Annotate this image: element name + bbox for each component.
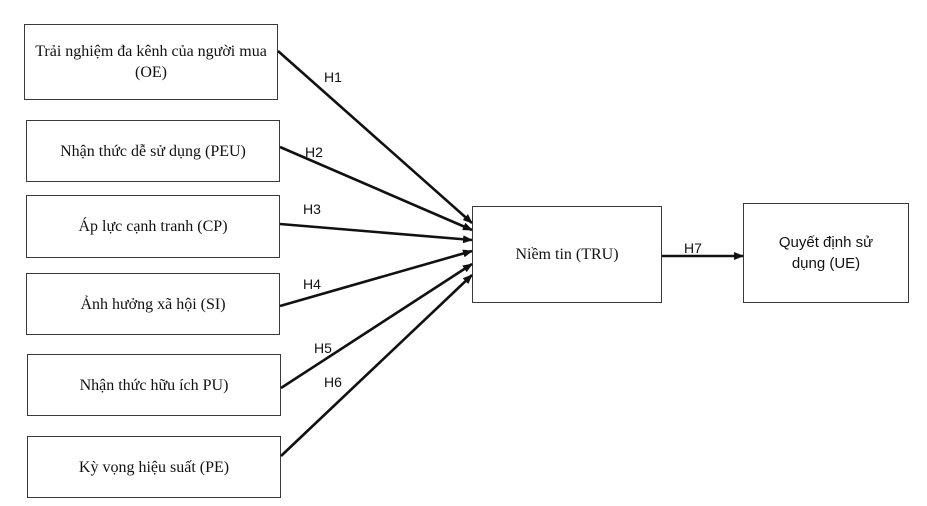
factor-box-peu: Nhận thức dễ sử dụng (PEU): [26, 120, 280, 182]
arrow-h5: [280, 262, 473, 390]
factor-label-peu: Nhận thức dễ sử dụng (PEU): [60, 142, 246, 160]
arrow-h2: [279, 145, 473, 232]
label-h6: H6: [324, 374, 342, 390]
label-h3: H3: [303, 201, 321, 217]
label-h5: H5: [314, 340, 332, 356]
outcome-label: Quyết định sử dụng (UE): [778, 234, 874, 272]
factor-box-pe: Kỳ vọng hiệu suất (PE): [27, 436, 281, 498]
factor-label-si: Ảnh hưởng xã hội (SI): [80, 295, 226, 313]
outcome-box-ue: Quyết định sử dụng (UE): [743, 203, 909, 303]
label-h4: H4: [303, 276, 321, 292]
arrow-h3: [279, 222, 473, 244]
factor-box-oe: Trải nghiệm đa kênh của người mua (OE): [24, 24, 278, 100]
arrow-h6: [280, 274, 473, 457]
factor-label-oe: Trải nghiệm đa kênh của người mua (OE): [35, 43, 267, 81]
factor-label-pe: Kỳ vọng hiệu suất (PE): [78, 458, 230, 476]
factor-box-si: Ảnh hưởng xã hội (SI): [26, 273, 280, 335]
arrow-h4: [279, 249, 473, 308]
label-h1: H1: [324, 69, 342, 85]
factor-box-cp: Áp lực cạnh tranh (CP): [26, 195, 280, 258]
mediator-label: Niềm tin (TRU): [515, 246, 619, 263]
factor-label-pu: Nhận thức hữu ích PU): [79, 376, 229, 394]
arrow-h1: [277, 50, 473, 224]
factor-box-pu: Nhận thức hữu ích PU): [27, 354, 281, 416]
factor-label-cp: Áp lực cạnh tranh (CP): [78, 218, 228, 235]
label-h2: H2: [305, 144, 323, 160]
mediator-box-tru: Niềm tin (TRU): [472, 206, 662, 303]
label-h7: H7: [684, 240, 702, 256]
